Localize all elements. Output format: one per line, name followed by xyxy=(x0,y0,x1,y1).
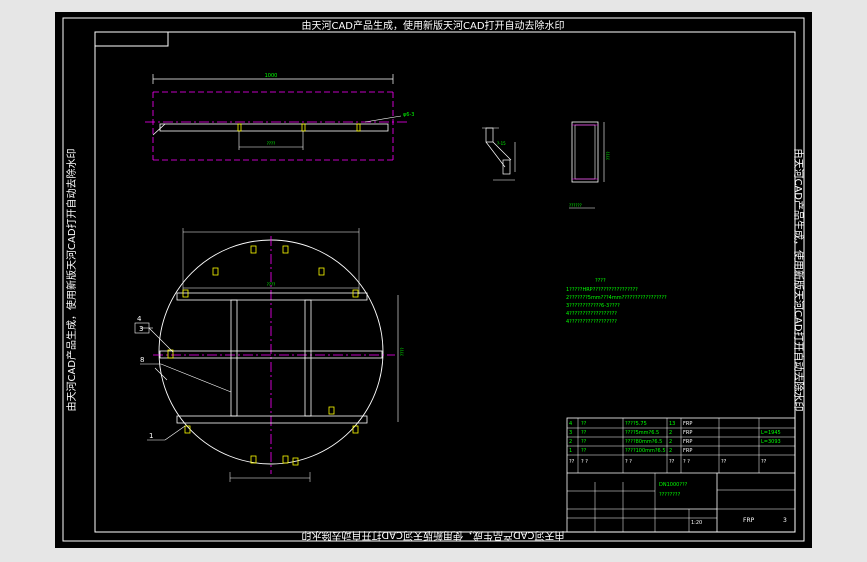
circle-height-dim: ???? xyxy=(400,348,405,357)
bom-cell: FRP xyxy=(683,439,692,445)
top-width-dim: 1000 xyxy=(265,73,278,79)
drawing-border xyxy=(62,17,805,542)
bom-table: DN1000??? ???????? 1:20 FRP 3 4?? ????5.7… xyxy=(566,417,796,533)
bom-cell: 1 xyxy=(569,448,572,454)
note-line-2: 2???????5mm???4mm????????????????? xyxy=(566,295,667,301)
watermark-left: 由天河CAD产品生成，使用新版天河CAD打开自动去除水印 xyxy=(65,148,78,411)
material-text: FRP xyxy=(743,517,755,524)
inner-frame xyxy=(94,31,796,533)
bom-header-cell: ?? xyxy=(721,459,727,465)
detail-b-dim: ???? xyxy=(606,152,611,161)
bom-cell: 2 xyxy=(569,439,572,445)
bom-cell: ?? xyxy=(581,421,587,427)
side-elevation-view: 1000 ???? φ6-3 xyxy=(145,73,414,161)
bom-cell: 4 xyxy=(569,421,572,427)
elbow-note: φ6-3 xyxy=(403,112,414,118)
bom-header-cell: ?? xyxy=(669,459,675,465)
detail-b: ???? ?????? xyxy=(569,121,611,209)
cad-viewport[interactable]: 由天河CAD产品生成，使用新版天河CAD打开自动去除水印 由天河CAD产品生成，… xyxy=(55,12,812,548)
circle-chord-dim: ???? xyxy=(267,282,276,287)
leader-8: 8 xyxy=(140,356,144,364)
bom-header-cell: ? ? xyxy=(581,459,588,465)
notes-title: ???? xyxy=(595,278,606,284)
bom-cell: ?? xyxy=(581,430,587,436)
leader-4: 4 xyxy=(137,315,142,323)
scale-text: 1:20 xyxy=(691,520,702,526)
bom-header-cell: ?? xyxy=(761,459,767,465)
bom-header-cell: ?? xyxy=(569,459,575,465)
note-line-3: 3????????????6-3???? xyxy=(566,303,620,309)
watermark-right: 由天河CAD产品生成，使用新版天河CAD打开自动去除水印 xyxy=(792,148,805,411)
bom-cell: ????5.75 xyxy=(625,421,647,427)
bom-cell: 2 xyxy=(669,448,672,454)
bom-cell: ?? xyxy=(581,439,587,445)
bom-cell: ????100mm?6.5 xyxy=(625,448,666,454)
bom-cell: FRP xyxy=(683,448,692,454)
bom-header-cell: ? ? xyxy=(625,459,632,465)
corner-box xyxy=(94,31,169,47)
drawing-name: ???????? xyxy=(659,492,681,498)
bom-header-cell: ? ? xyxy=(683,459,690,465)
detail-a: ?-15 xyxy=(482,127,516,181)
bom-cell: 3 xyxy=(569,430,572,436)
note-line-1: 1?????HRP????????????????? xyxy=(566,287,638,293)
angle-note: ?-15 xyxy=(497,141,506,146)
plan-view: ???? ???? 4 3 8 1 xyxy=(134,228,405,482)
drawing-no: DN1000??? xyxy=(659,482,688,488)
cross-beam-dim: ???? xyxy=(267,141,276,146)
watermark-top: 由天河CAD产品生成，使用新版天河CAD打开自动去除水印 xyxy=(301,19,564,32)
bom-cell: FRP xyxy=(683,421,692,427)
bom-cell: L=1945 xyxy=(761,430,781,436)
bom-cell: ?? xyxy=(581,448,587,454)
note-line-4: 4?????????????????? xyxy=(566,311,617,317)
watermark-bottom: 由天河CAD产品生成，使用新版天河CAD打开自动去除水印 xyxy=(301,529,564,542)
bom-cell: ????80mm?6.5 xyxy=(625,439,662,445)
leader-1: 1 xyxy=(149,432,153,440)
bom-cell: 2 xyxy=(669,430,672,436)
bom-cell: 13 xyxy=(669,421,675,427)
bom-cell: L=3093 xyxy=(761,439,781,445)
bom-cell: ????5mm?6.5 xyxy=(625,430,659,436)
leader-3: 3 xyxy=(139,325,143,333)
sheet-text: 3 xyxy=(783,517,787,524)
bom-cell: FRP xyxy=(683,430,692,436)
note-line-5: 4?????????????????? xyxy=(566,319,617,325)
drawing-canvas[interactable]: 由天河CAD产品生成，使用新版天河CAD打开自动去除水印 由天河CAD产品生成，… xyxy=(55,12,812,548)
bom-cell: 2 xyxy=(669,439,672,445)
detail-label: ?????? xyxy=(569,203,582,208)
technical-notes: ???? 1?????HRP????????????????? 2???????… xyxy=(566,278,667,325)
